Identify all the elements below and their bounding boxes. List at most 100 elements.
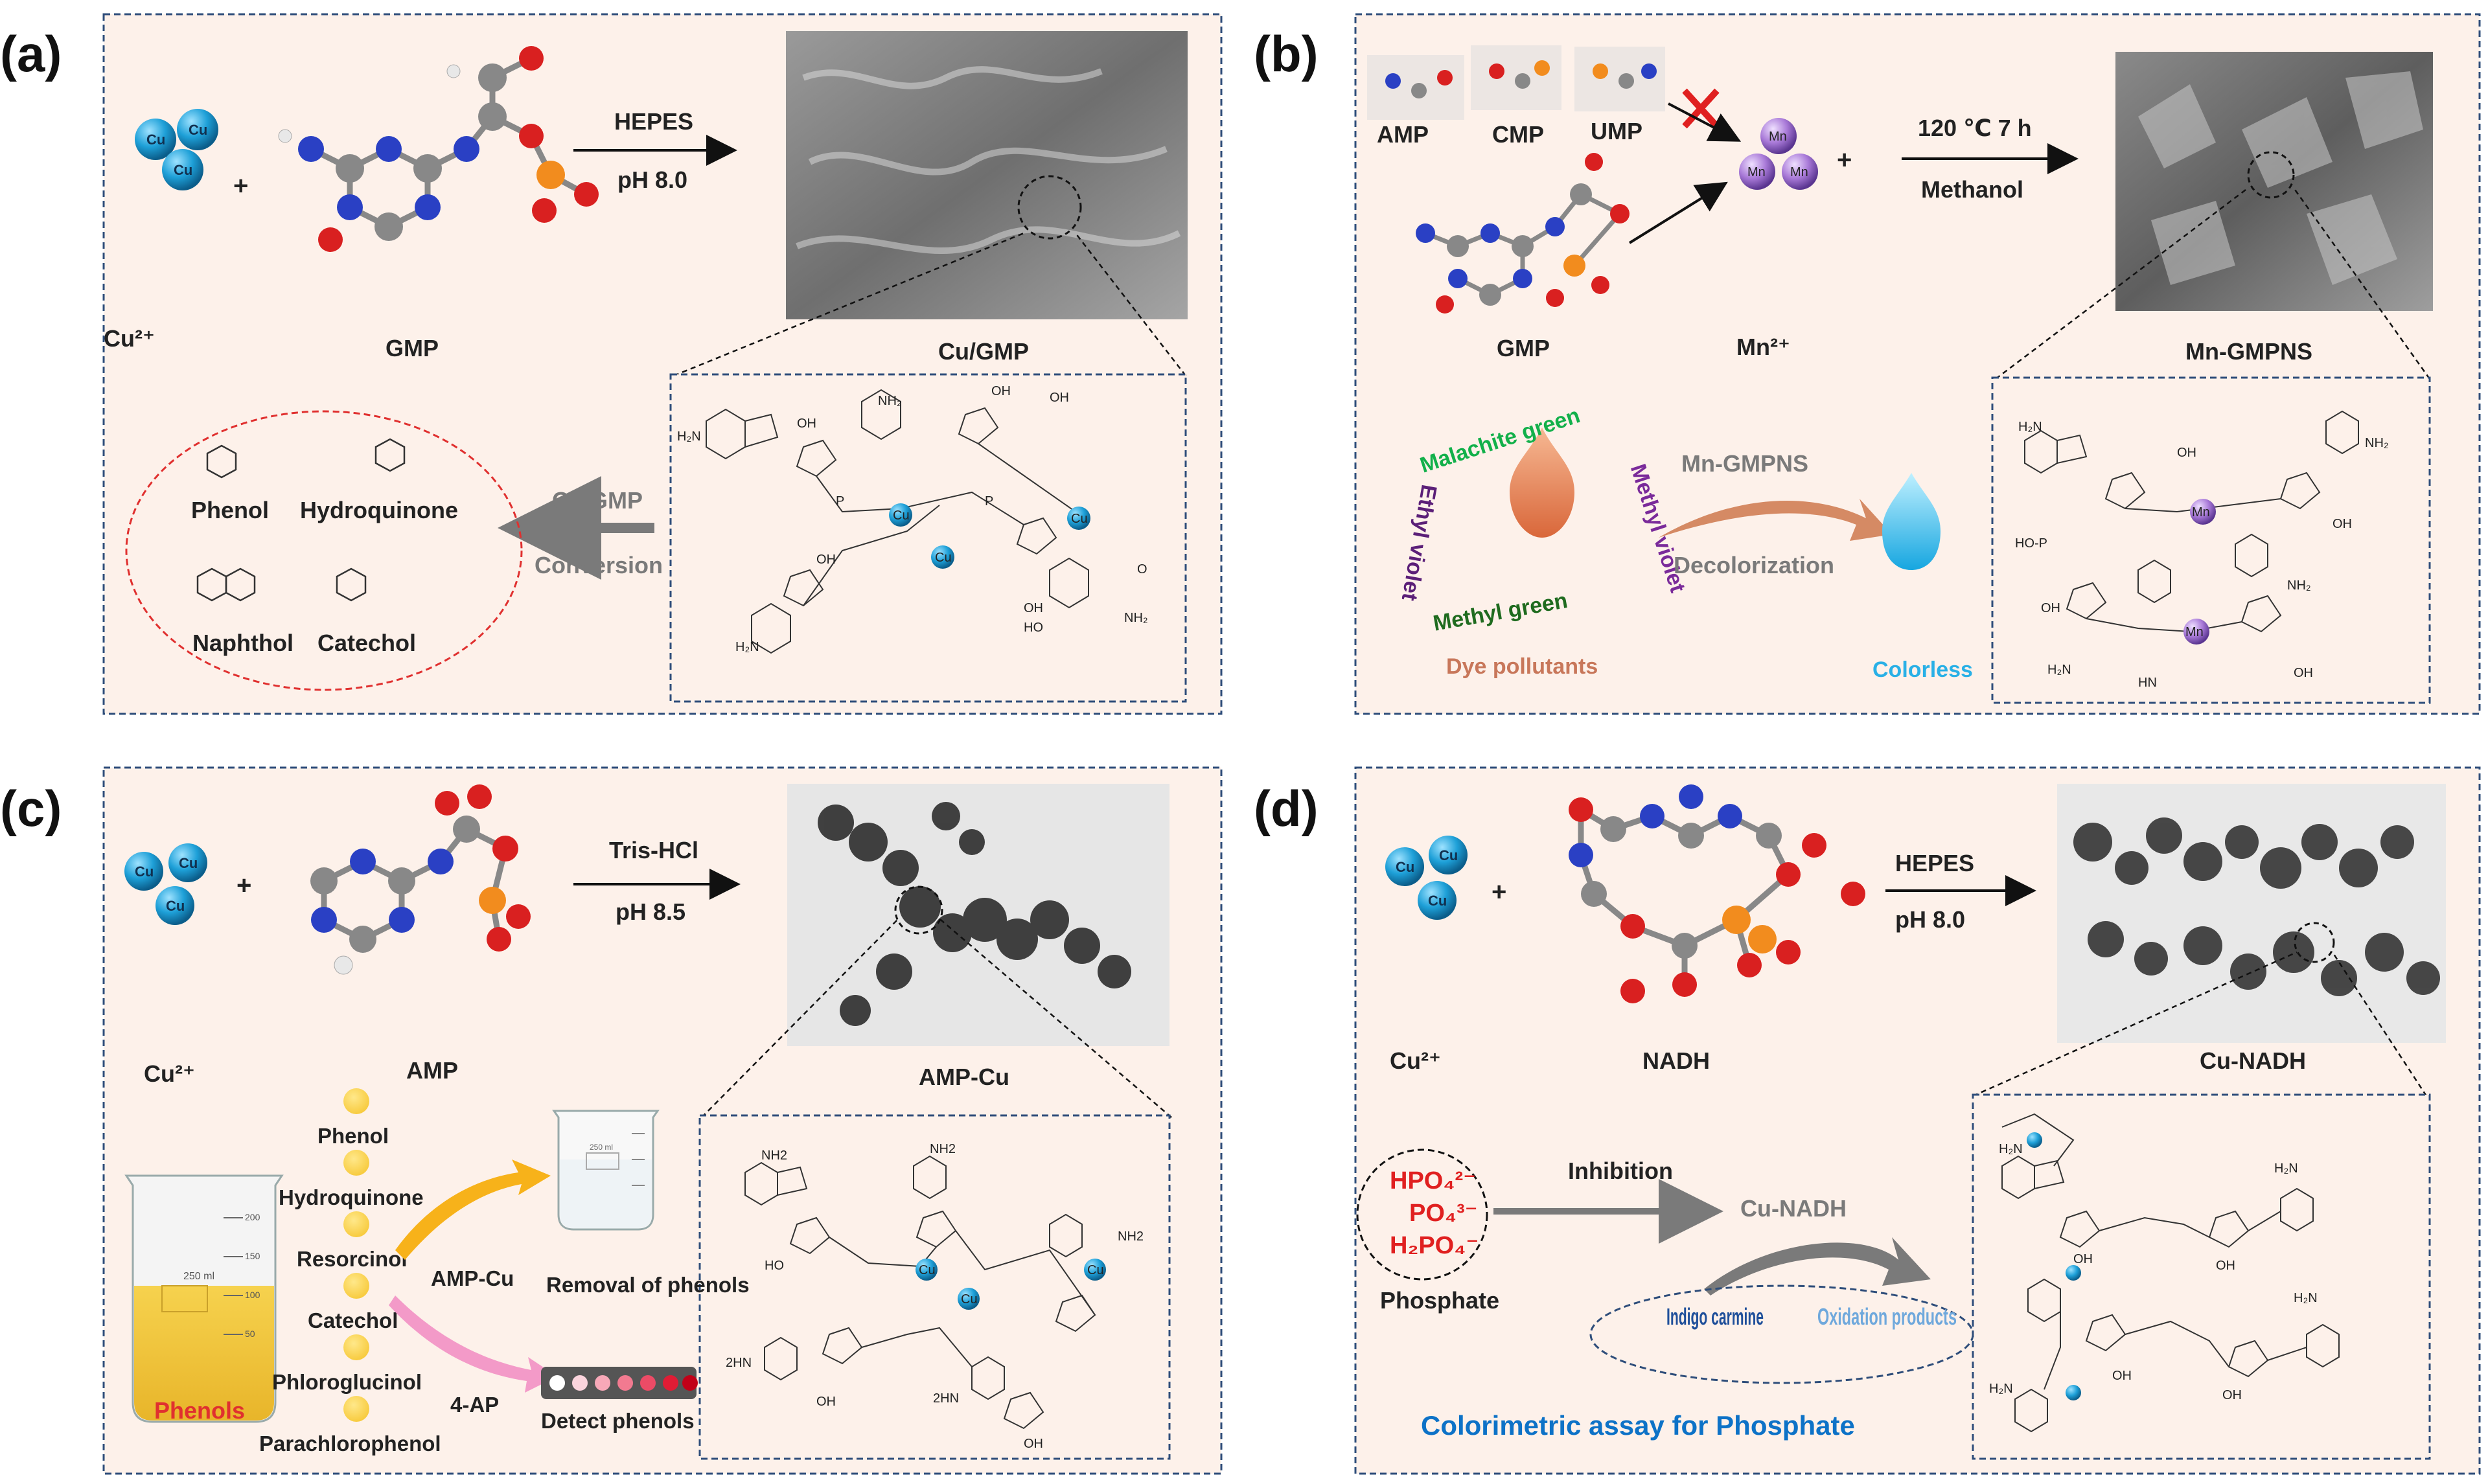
svg-text:2HN: 2HN [726,1356,752,1370]
svg-text:Cu-NADH: Cu-NADH [1740,1195,1847,1222]
svg-text:P: P [836,494,844,508]
svg-text:+: + [236,871,251,900]
svg-text:Cu: Cu [1396,859,1414,875]
svg-text:+: + [1492,878,1506,906]
svg-text:OH: OH [816,1395,836,1409]
cu-nadh-structure [2001,1113,2340,1433]
panel-c-letter: (c) [0,780,62,837]
svg-text:2HN: 2HN [933,1391,959,1406]
removal-label: Removal of phenols [546,1273,750,1297]
svg-text:150: 150 [245,1251,260,1261]
svg-text:Phenol: Phenol [317,1124,389,1148]
svg-text:O: O [1137,562,1147,576]
svg-text:Tris-HCl: Tris-HCl [609,837,698,863]
svg-text:Cu: Cu [135,863,154,880]
svg-text:50: 50 [245,1329,255,1339]
panel-b: (b) AMP CMP UMP Mn Mn Mn + [1254,13,2481,715]
structure-inset-b [1991,376,2431,704]
tem-image-d [2057,784,2446,1043]
svg-text:GMP: GMP [1497,335,1550,361]
svg-text:UMP: UMP [1591,118,1642,144]
svg-text:GMP: GMP [386,335,439,361]
cu-cluster-d: Cu Cu Cu [1385,836,1468,920]
svg-text:Hydroquinone: Hydroquinone [279,1185,424,1209]
svg-text:Colorless: Colorless [1872,657,1973,682]
sem-image-a [786,31,1188,319]
svg-text:HO: HO [1024,621,1043,635]
reaction-ellipse [1589,1284,1974,1384]
svg-text:4-AP: 4-AP [450,1393,499,1417]
svg-text:Cu: Cu [919,1263,936,1277]
svg-text:AMP-Cu: AMP-Cu [919,1064,1009,1090]
svg-text:PO₄³⁻: PO₄³⁻ [1409,1200,1478,1227]
svg-text:200: 200 [245,1212,260,1222]
svg-text:OH: OH [2073,1252,2093,1266]
svg-text:HO: HO [765,1259,784,1273]
svg-text:NH₂: NH₂ [2287,578,2311,593]
svg-text:Parachlorophenol: Parachlorophenol [259,1432,441,1455]
svg-text:Cu: Cu [1428,893,1447,909]
svg-text:Methanol: Methanol [1921,176,2023,203]
svg-text:Phenols: Phenols [154,1397,245,1424]
svg-text:HEPES: HEPES [1895,850,1974,876]
panel-d: (d) Cu Cu Cu + [1254,766,2481,1475]
svg-text:120 ℃ 7 h: 120 ℃ 7 h [1918,115,2032,141]
svg-text:Cu: Cu [166,898,185,914]
svg-text:Cu-NADH: Cu-NADH [2200,1047,2306,1074]
svg-text:OH: OH [2177,446,2196,460]
svg-text:250 ml: 250 ml [590,1143,613,1152]
svg-text:Mn: Mn [2185,625,2204,639]
svg-text:Cu: Cu [893,508,910,523]
svg-text:Naphthol: Naphthol [192,630,294,656]
svg-text:OH: OH [1050,391,1069,405]
detect-strip [541,1367,698,1399]
svg-text:pH 8.0: pH 8.0 [1895,906,1965,933]
svg-text:NH2: NH2 [1118,1229,1144,1244]
svg-text:NH2: NH2 [930,1142,956,1156]
cu-cluster-c: Cu Cu Cu [124,843,207,925]
cu-cluster-a: Cu Cu Cu [135,109,218,190]
detect-arrow [389,1296,557,1393]
svg-text:Phosphate: Phosphate [1380,1287,1499,1314]
svg-text:OH: OH [2332,517,2352,531]
svg-text:OH: OH [816,553,836,567]
svg-text:pH 8.5: pH 8.5 [616,898,685,925]
svg-text:Inhibition: Inhibition [1568,1158,1673,1184]
svg-text:Cu: Cu [1087,1263,1104,1277]
svg-text:OH: OH [991,384,1011,398]
svg-text:Cu²⁺: Cu²⁺ [144,1060,195,1087]
removal-arrow [395,1159,551,1260]
svg-text:NADH: NADH [1642,1047,1710,1074]
phenols-circle-a [125,410,523,691]
svg-text:Cu: Cu [935,551,952,565]
clean-beaker: 250 ml [552,1110,660,1231]
svg-text:H₂N: H₂N [1989,1382,2013,1396]
svg-text:Dye pollutants: Dye pollutants [1446,654,1598,679]
svg-text:Mn: Mn [2192,505,2210,519]
svg-text:OH: OH [2112,1369,2132,1383]
svg-text:250 ml: 250 ml [183,1271,214,1282]
svg-text:HEPES: HEPES [614,108,693,135]
svg-text:H₂N: H₂N [2274,1161,2298,1176]
svg-text:Phloroglucinol: Phloroglucinol [272,1370,422,1394]
phosphate-circle [1356,1148,1488,1281]
structure-inset-c [698,1114,1171,1460]
mn-cluster: Mn Mn Mn [1739,118,1818,190]
svg-text:Mn: Mn [1790,165,1808,179]
svg-text:Cu: Cu [174,162,192,178]
svg-text:NH₂: NH₂ [2365,436,2389,450]
svg-text:Hydroquinone: Hydroquinone [300,497,458,523]
svg-text:Detect phenols: Detect phenols [541,1409,695,1433]
svg-text:Cu: Cu [1439,847,1458,863]
svg-text:pH 8.0: pH 8.0 [617,166,687,193]
svg-text:+: + [233,172,248,200]
svg-text:NH2: NH2 [761,1148,787,1163]
phenol-list-c: Phenol Hydroquinone Resorcinol Catechol … [259,1088,441,1455]
svg-text:Catechol: Catechol [308,1308,398,1332]
svg-text:OH: OH [2216,1259,2235,1273]
svg-text:HPO₄²⁻: HPO₄²⁻ [1390,1167,1476,1194]
svg-text:Mn: Mn [1747,165,1766,179]
svg-text:Catechol: Catechol [317,630,416,656]
svg-text:P: P [985,494,993,508]
